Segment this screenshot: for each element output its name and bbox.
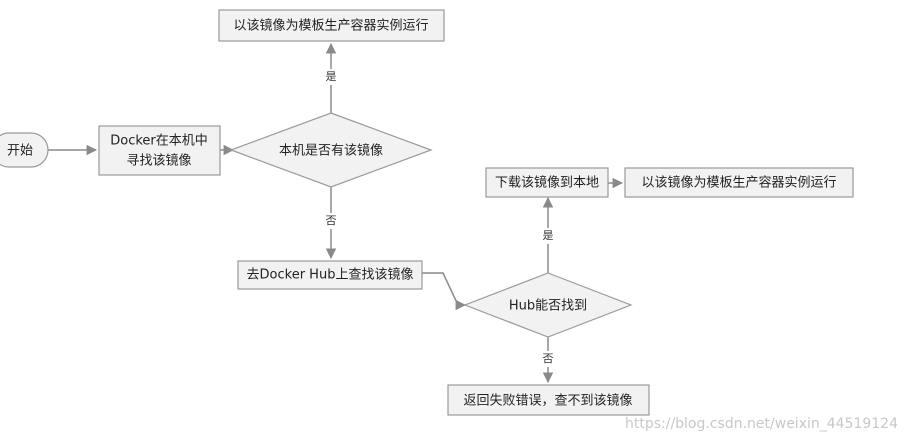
edge-label-hub-yes: 是: [543, 229, 554, 242]
node-local-decision: 本机是否有该镜像: [229, 112, 433, 188]
node-start-label: 开始: [7, 144, 33, 159]
node-local-search-label-line2: 寻找该镜像: [126, 154, 191, 169]
node-run-after-download: 以该镜像为模板生产容器实例运行: [624, 167, 854, 198]
node-local-search-label-line1: Docker在本机中: [110, 134, 208, 149]
edge-hub-search-to-diamond: [422, 272, 467, 311]
node-download-label: 下载该镜像到本地: [495, 176, 599, 191]
node-fail: 返回失败错误，查不到该镜像: [447, 384, 650, 416]
node-hub-search: 去Docker Hub上查找该镜像: [237, 260, 423, 290]
node-local-decision-label: 本机是否有该镜像: [279, 144, 383, 159]
node-start: 开始: [0, 132, 49, 168]
node-download: 下载该镜像到本地: [485, 167, 609, 198]
node-hub-decision: Hub能否找到: [463, 272, 633, 338]
edge-labels: 是 否 是 否: [323, 69, 556, 367]
watermark: https://blog.csdn.net/weixin_44519124: [625, 416, 898, 432]
edge-label-local-no: 否: [326, 214, 337, 227]
node-hub-search-label: 去Docker Hub上查找该镜像: [247, 268, 414, 283]
node-fail-label: 返回失败错误，查不到该镜像: [463, 394, 632, 409]
node-hub-decision-label: Hub能否找到: [509, 299, 587, 314]
edge-label-local-yes: 是: [326, 70, 337, 83]
node-run-from-local-label: 以该镜像为模板生产容器实例运行: [233, 18, 428, 34]
node-run-after-download-label: 以该镜像为模板生产容器实例运行: [641, 175, 836, 191]
edge-label-hub-no: 否: [543, 352, 554, 365]
node-run-from-local: 以该镜像为模板生产容器实例运行: [218, 9, 445, 42]
node-local-search: Docker在本机中 寻找该镜像: [98, 125, 221, 176]
